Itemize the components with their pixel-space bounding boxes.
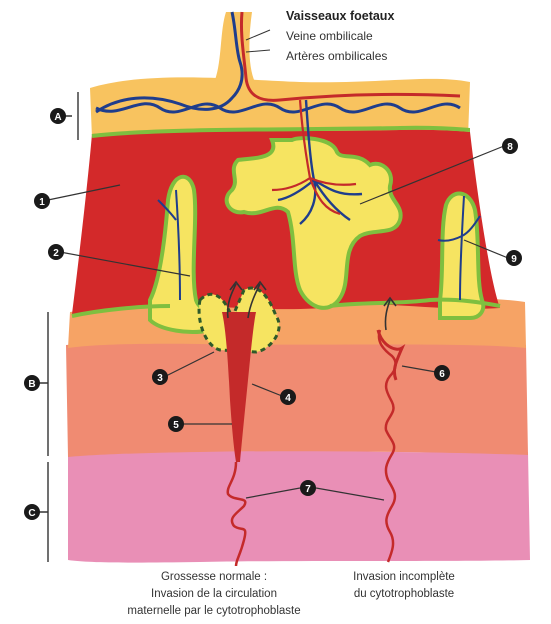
svg-text:9: 9 xyxy=(511,254,517,265)
marker-7: 7 xyxy=(300,480,316,496)
umbilical-cord xyxy=(215,12,256,84)
region-marker-b: B xyxy=(24,375,40,391)
fetal-vessels-title: Vaisseaux foetaux xyxy=(286,9,394,23)
svg-text:B: B xyxy=(28,379,35,390)
decidua-layer xyxy=(66,341,528,457)
caption-normal-line3: maternelle par le cytotrophoblaste xyxy=(127,605,300,617)
region-marker-a: A xyxy=(50,108,66,124)
svg-text:4: 4 xyxy=(285,393,291,404)
caption-normal-line1: Grossesse normale : xyxy=(161,571,267,583)
caption-incomplete-line2: du cytotrophoblaste xyxy=(354,588,454,600)
region-marker-c: C xyxy=(24,504,40,520)
svg-text:2: 2 xyxy=(53,248,59,259)
caption-incomplete-line1: Invasion incomplète xyxy=(353,571,455,583)
marker-5: 5 xyxy=(168,416,184,432)
svg-text:1: 1 xyxy=(39,197,45,208)
marker-1: 1 xyxy=(34,193,50,209)
myometrium-layer xyxy=(68,450,530,562)
marker-3: 3 xyxy=(152,369,168,385)
svg-text:8: 8 xyxy=(507,142,513,153)
marker-4: 4 xyxy=(280,389,296,405)
svg-text:5: 5 xyxy=(173,420,179,431)
svg-text:7: 7 xyxy=(305,484,311,495)
umbilical-vein-label: Veine ombilicale xyxy=(286,29,373,43)
svg-text:C: C xyxy=(28,508,35,519)
caption-normal-line2: Invasion de la circulation xyxy=(151,588,277,600)
svg-text:3: 3 xyxy=(157,373,163,384)
marker-9: 9 xyxy=(506,250,522,266)
marker-6: 6 xyxy=(434,365,450,381)
marker-8: 8 xyxy=(502,138,518,154)
umbilical-arteries-label: Artères ombilicales xyxy=(286,49,387,63)
svg-text:A: A xyxy=(54,112,61,123)
svg-text:6: 6 xyxy=(439,369,445,380)
marker-2: 2 xyxy=(48,244,64,260)
